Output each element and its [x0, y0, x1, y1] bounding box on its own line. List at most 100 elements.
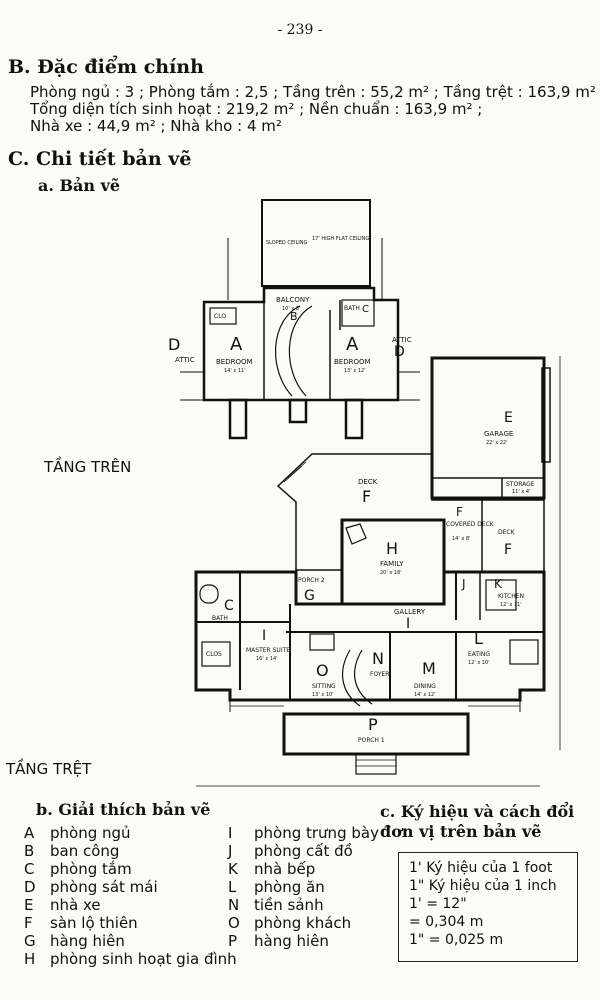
gallery-label: GALLERY [394, 608, 426, 616]
garage-size: 22' x 22' [486, 440, 508, 446]
dining-label: DINING [414, 683, 436, 690]
balcony-label: BALCONY [276, 296, 310, 304]
units-box: 1' Ký hiệu của 1 foot 1" Ký hiệu của 1 i… [398, 852, 578, 962]
subsection-a-heading: a. Bản vẽ [38, 176, 121, 195]
dining-letter: M [422, 659, 436, 678]
legend-key: F [24, 914, 33, 932]
master-suite-label: MASTER SUITE [246, 647, 290, 654]
bedroom-1-size: 14' x 11' [224, 368, 246, 374]
kitchen-size: 12' x 11' [500, 602, 522, 608]
garage-letter: E [504, 410, 513, 426]
closet [201, 641, 231, 667]
main-floor-outline [194, 570, 546, 702]
legend-key: E [24, 896, 34, 914]
legend-value: ban công [50, 842, 120, 860]
deck-2-label: DECK [498, 529, 516, 536]
legend-value: phòng sinh hoạt gia đình [50, 950, 237, 968]
utility-letter: J [461, 577, 466, 591]
bedroom-1-label: BEDROOM [216, 358, 253, 366]
legend-value: phòng trưng bày [254, 824, 379, 842]
master-suite-letter: I [262, 628, 266, 644]
specs-line-2: Tổng diện tích sinh hoạt : 219,2 m² ; Nề… [30, 100, 483, 118]
lower-floor-label: TẦNG TRỆT [6, 760, 92, 778]
kitchen-label: KITCHEN [498, 593, 524, 600]
upper-pier-1 [228, 398, 248, 440]
bedroom-2-letter: A [346, 334, 359, 355]
legend-key: P [228, 932, 238, 950]
closet-label: CLOS [206, 651, 222, 658]
legend-value: sàn lộ thiên [50, 914, 138, 932]
storage-label: STORAGE [506, 481, 535, 488]
lower-bath-label: BATH [212, 615, 228, 622]
legend-key: B [24, 842, 35, 860]
legend-key: G [24, 932, 36, 950]
legend-value: hàng hiên [254, 932, 329, 950]
gallery-letter: I [406, 616, 410, 632]
deck-2-letter: F [504, 542, 512, 558]
bathtub [199, 584, 219, 604]
legend-value: nhà bếp [254, 860, 316, 878]
specs-line-3: Nhà xe : 44,9 m² ; Nhà kho : 4 m² [30, 117, 282, 135]
unit-line-foot-inch: 1' = 12" [409, 896, 467, 912]
legend-key: A [24, 824, 35, 842]
legend-key: H [24, 950, 36, 968]
porch-1-letter: P [368, 715, 378, 734]
specs-line-1: Phòng ngủ : 3 ; Phòng tắm : 2,5 ; Tầng t… [30, 83, 596, 101]
legend-value: phòng khách [254, 914, 352, 932]
upper-pier-2 [344, 398, 364, 440]
lower-stair-curve [342, 649, 361, 707]
upper-closet [209, 307, 237, 325]
eating-label: EATING [468, 651, 490, 658]
legend-key: N [228, 896, 240, 914]
upper-bath-label: BATH [344, 305, 360, 312]
legend-heading: b. Giải thích bản vẽ [36, 800, 211, 819]
porch-2-letter: G [304, 588, 315, 604]
eating-letter: L [474, 629, 483, 648]
legend-value: phòng sát mái [50, 878, 158, 896]
specs-block: Phòng ngủ : 3 ; Phòng tắm : 2,5 ; Tầng t… [30, 84, 596, 135]
dining-size: 14' x 12' [414, 692, 436, 698]
attic-left-label: ATTIC [175, 356, 195, 364]
attic-left-letter: D [168, 335, 180, 354]
legend-value: phòng ngủ [50, 824, 131, 842]
upper-stair-curve [274, 305, 301, 397]
legend-value: nhà xe [50, 896, 101, 914]
garage-outline [430, 356, 546, 500]
sitting-size: 13' x 10' [312, 692, 334, 698]
family-label: FAMILY [380, 560, 404, 568]
section-c-heading: C. Chi tiết bản vẽ [8, 148, 192, 170]
bedroom-2-size: 13' x 12' [344, 368, 366, 374]
lower-bath-letter: C [224, 598, 234, 614]
master-suite-size: 16' x 14' [256, 656, 278, 662]
attic-right-label: ATTIC [392, 336, 412, 344]
units-heading: c. Ký hiệu và cách đổi đơn vị trên bản v… [380, 802, 575, 841]
attic-right-letter: D [394, 344, 405, 360]
deck-label: DECK [358, 478, 378, 486]
fireplace [345, 523, 367, 545]
eating-size: 12' x 10' [468, 660, 490, 666]
sloped-ceiling-label: SLOPED CEILING [266, 240, 307, 246]
storage-size: 11' x 4' [512, 489, 530, 495]
foyer-letter: N [372, 649, 384, 668]
porch-steps [355, 753, 397, 775]
porch-1-label: PORCH 1 [358, 737, 385, 744]
legend-key: L [228, 878, 237, 896]
covered-deck-label: COVERED DECK [446, 521, 495, 528]
bedroom-2-label: BEDROOM [334, 358, 371, 366]
upper-closet-label: CLO [214, 313, 226, 320]
page-number: - 239 - [277, 22, 323, 38]
legend-key: K [228, 860, 238, 878]
legend-value: phòng tắm [50, 860, 132, 878]
balcony-letter: B [290, 310, 298, 323]
sitting-label: SITTING [312, 683, 336, 690]
unit-line-foot: 1' Ký hiệu của 1 foot [409, 860, 553, 876]
